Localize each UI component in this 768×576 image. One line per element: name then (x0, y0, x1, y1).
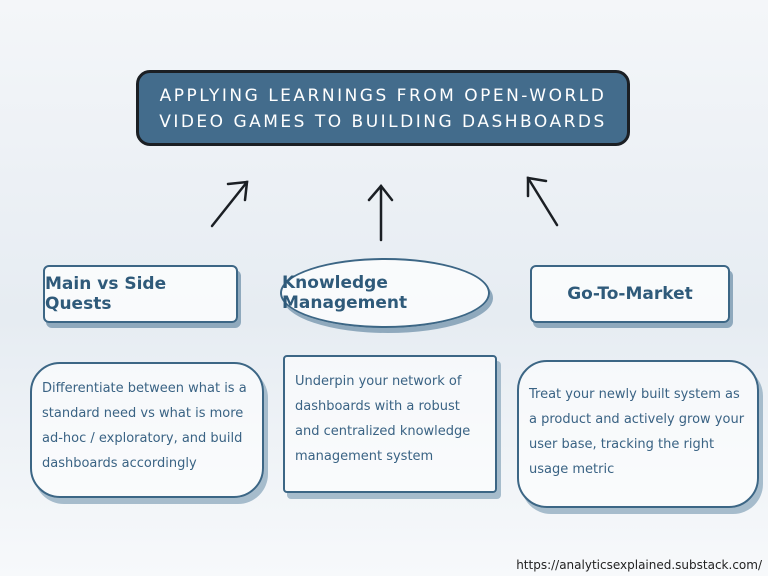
heading-knowledge-management: Knowledge Management (280, 258, 490, 328)
description-main-vs-side-quests: Differentiate between what is a standard… (30, 362, 264, 498)
arrow-up-icon (367, 184, 394, 242)
description-go-to-market: Treat your newly built system as a produ… (517, 360, 759, 508)
heading-main-vs-side-quests: Main vs Side Quests (43, 265, 238, 323)
description-knowledge-management: Underpin your network of dashboards with… (283, 355, 497, 493)
source-url: https://analyticsexplained.substack.com/ (516, 558, 762, 572)
arrow-up-left-icon (526, 176, 559, 227)
main-title: APPLYING LEARNINGS FROM OPEN-WORLD VIDEO… (136, 70, 630, 146)
arrow-up-right-icon (210, 180, 249, 228)
heading-go-to-market: Go-To-Market (530, 265, 730, 323)
